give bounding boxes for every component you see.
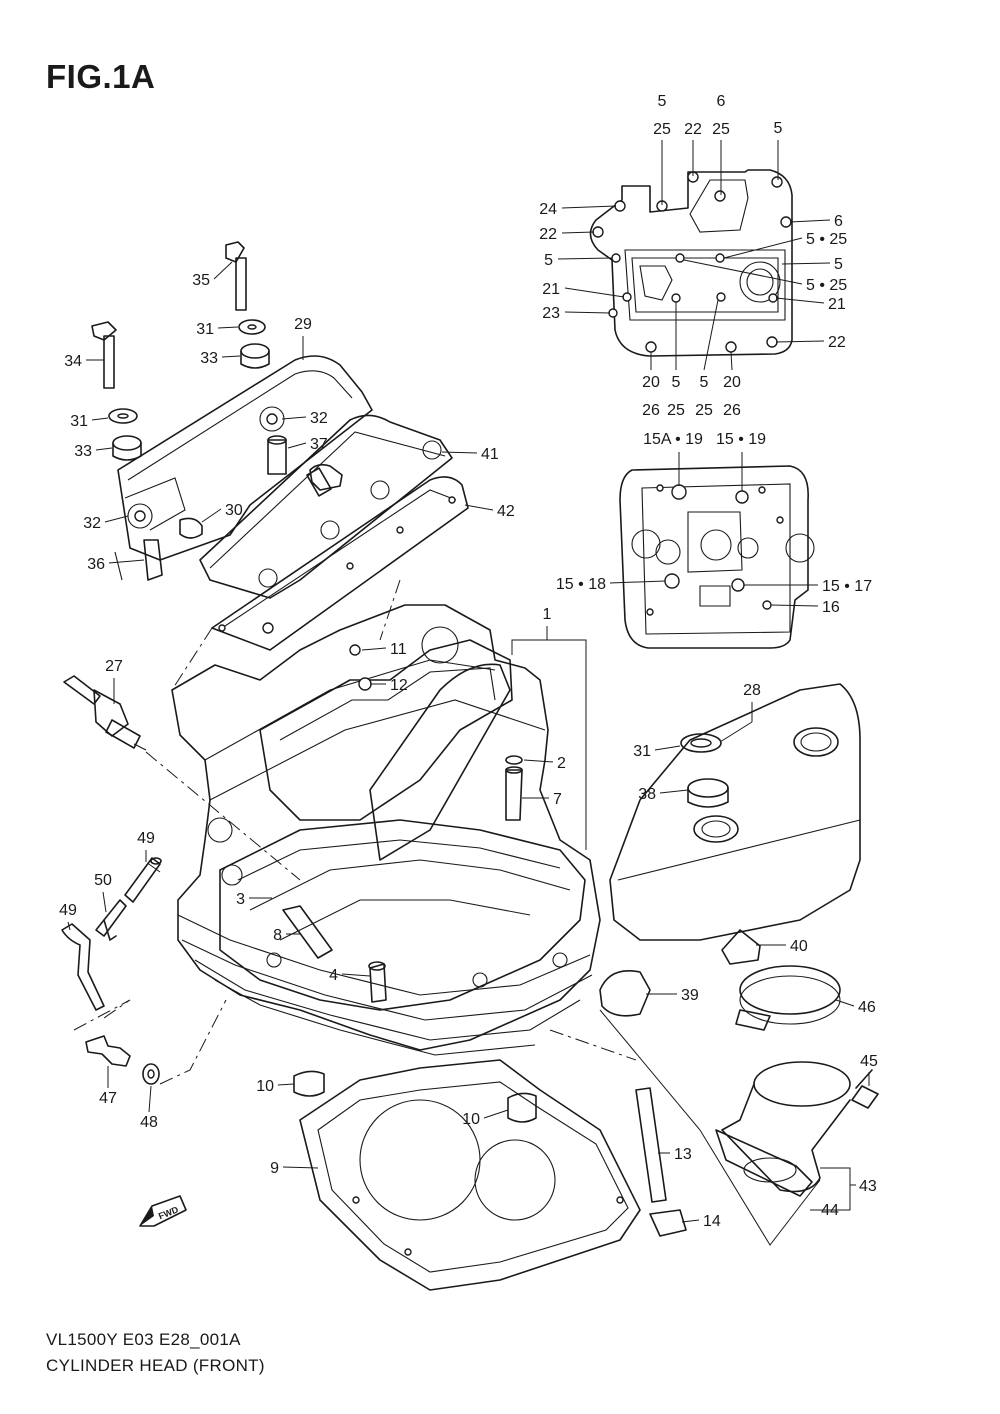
callout-label: 4 bbox=[329, 967, 338, 984]
rocker-cover-and-gasket bbox=[199, 414, 469, 651]
callout-label: 48 bbox=[140, 1114, 158, 1131]
callout-label: 3 bbox=[236, 891, 245, 908]
callout-label: 6 bbox=[834, 213, 843, 230]
callout-label: 31 bbox=[633, 743, 651, 760]
callout-label: 39 bbox=[681, 987, 699, 1004]
callout-label: 23 bbox=[542, 305, 560, 322]
callout-label: 44 bbox=[821, 1202, 839, 1219]
callout-label: 29 bbox=[294, 316, 312, 333]
callout-label: 2 bbox=[557, 755, 566, 772]
callout-label: 5 bbox=[672, 374, 681, 391]
callout-label: 10 bbox=[462, 1111, 480, 1128]
diagram-caption: CYLINDER HEAD (FRONT) bbox=[46, 1356, 265, 1375]
cylinder-head-face-view bbox=[619, 465, 815, 649]
callout-label: 33 bbox=[74, 443, 92, 460]
callout-label: 40 bbox=[790, 938, 808, 955]
callout-label: 22 bbox=[539, 226, 557, 243]
model-code: VL1500Y E03 E28_001A bbox=[46, 1330, 241, 1349]
callout-label: 31 bbox=[70, 413, 88, 430]
callout-label: 25 bbox=[712, 121, 730, 138]
cylinder-head-cover bbox=[114, 355, 373, 581]
callout-label: 15 • 19 bbox=[716, 431, 766, 448]
callout-label: 47 bbox=[99, 1090, 117, 1107]
callout-label: 42 bbox=[497, 503, 515, 520]
callout-label: 16 bbox=[822, 599, 840, 616]
callout-label: 31 bbox=[196, 321, 214, 338]
callout-label: 20 bbox=[723, 374, 741, 391]
callout-label: 5 bbox=[658, 93, 667, 110]
callout-label: 7 bbox=[553, 791, 562, 808]
callout-label: 43 bbox=[859, 1178, 877, 1195]
callout-label: 21 bbox=[542, 281, 560, 298]
side-cover bbox=[599, 683, 861, 1017]
forward-arrow: FWD bbox=[139, 1195, 187, 1227]
callout-label: 21 bbox=[828, 296, 846, 313]
leader-lines bbox=[67, 140, 870, 1246]
callout-label: 5 bbox=[544, 252, 553, 269]
callout-label: 38 bbox=[638, 786, 656, 803]
callout-label: 32 bbox=[83, 515, 101, 532]
callout-label: 15 • 17 bbox=[822, 578, 872, 595]
callout-label: 28 bbox=[743, 682, 761, 699]
callout-label: 20 bbox=[642, 374, 660, 391]
callout-label: 15A • 19 bbox=[643, 431, 703, 448]
callout-label: 6 bbox=[717, 93, 726, 110]
head-cover-inner-view bbox=[589, 169, 793, 357]
assembly-centerlines bbox=[73, 579, 637, 1085]
callout-label: 5 • 25 bbox=[806, 277, 847, 294]
callout-label: 25 bbox=[667, 402, 685, 419]
callout-label: 8 bbox=[273, 927, 282, 944]
callout-label: 11 bbox=[390, 641, 407, 658]
callout-label: 26 bbox=[723, 402, 741, 419]
callout-label: 22 bbox=[684, 121, 702, 138]
head-gasket-and-fasteners bbox=[293, 1059, 687, 1291]
callout-label: 46 bbox=[858, 999, 876, 1016]
callout-label: 37 bbox=[310, 436, 328, 453]
callout-label: 41 bbox=[481, 446, 499, 463]
callout-label: 26 bbox=[642, 402, 660, 419]
callout-label: 10 bbox=[256, 1078, 274, 1095]
callout-label: 5 bbox=[700, 374, 709, 391]
callout-label: 5 • 25 bbox=[806, 231, 847, 248]
callout-label: 49 bbox=[59, 902, 77, 919]
intake-pipe-assembly bbox=[715, 965, 879, 1197]
callout-label: 35 bbox=[192, 272, 210, 289]
callout-label: 24 bbox=[539, 201, 557, 218]
callout-label: 5 bbox=[834, 256, 843, 273]
callout-label: 13 bbox=[674, 1146, 692, 1163]
callout-label: 1 bbox=[543, 606, 552, 623]
callout-label: 30 bbox=[225, 502, 243, 519]
callout-label: 25 bbox=[695, 402, 713, 419]
callout-label: 50 bbox=[94, 872, 112, 889]
callout-label: 32 bbox=[310, 410, 328, 427]
callout-label: 45 bbox=[860, 1053, 878, 1070]
callout-label: 15 • 18 bbox=[556, 576, 606, 593]
spark-plug bbox=[63, 675, 147, 751]
callout-label: 49 bbox=[137, 830, 155, 847]
callout-label: 34 bbox=[64, 353, 82, 370]
cover-bolts-group bbox=[91, 241, 270, 461]
cylinder-head bbox=[171, 604, 601, 1056]
callout-label: 5 bbox=[774, 120, 783, 137]
figure-title: FIG.1A bbox=[46, 58, 156, 95]
breather-hoses bbox=[61, 857, 162, 1085]
callout-label: 33 bbox=[200, 350, 218, 367]
callout-label: 22 bbox=[828, 334, 846, 351]
callout-label: 27 bbox=[105, 658, 123, 675]
callout-label: 12 bbox=[390, 677, 408, 694]
callout-label: 14 bbox=[703, 1213, 721, 1230]
callout-label: 25 bbox=[653, 121, 671, 138]
callout-label: 9 bbox=[270, 1160, 279, 1177]
callout-label: 36 bbox=[87, 556, 105, 573]
